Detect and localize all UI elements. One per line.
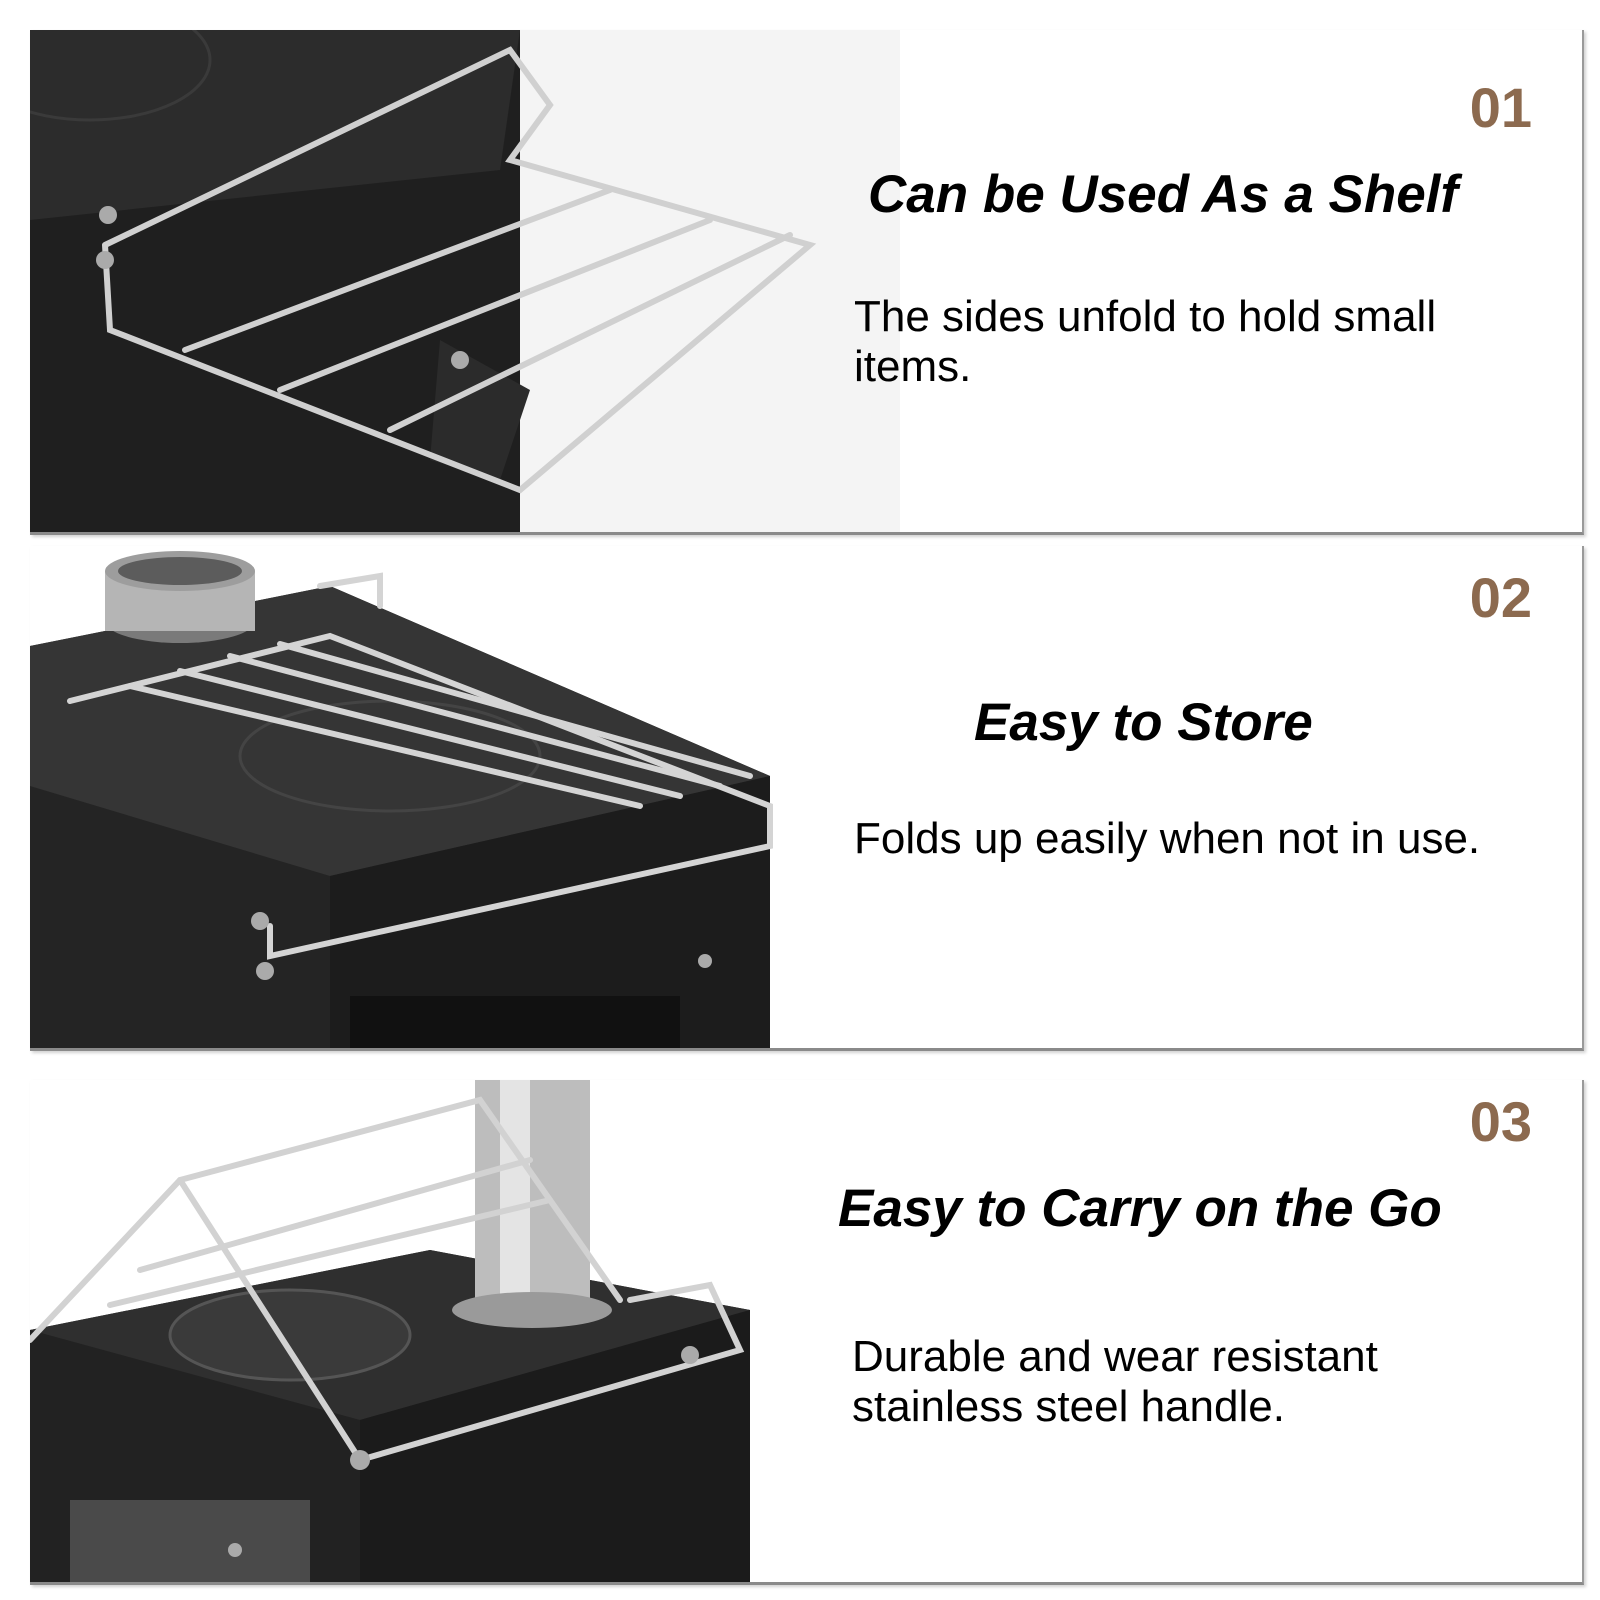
feature-panel-carry: 03 Easy to Carry on the Go Durable and w…	[30, 1080, 1584, 1585]
stove-folded-rack-photo	[30, 546, 900, 1048]
feature-description: Folds up easily when not in use.	[854, 814, 1481, 863]
feature-panel-shelf: 01 Can be Used As a Shelf The sides unfo…	[30, 30, 1584, 535]
feature-number: 01	[1469, 76, 1532, 139]
stove-handle-photo	[30, 1080, 900, 1582]
feature-number: 02	[1469, 566, 1532, 629]
feature-panel-store: 02 Easy to Store Folds up easily when no…	[30, 546, 1584, 1051]
feature-description: The sides unfold to hold small items.	[854, 292, 1437, 391]
feature-title: Easy to Store	[974, 693, 1313, 752]
feature-number: 03	[1469, 1090, 1532, 1153]
feature-description: Durable and wear resistant stainless ste…	[852, 1332, 1378, 1431]
feature-title: Easy to Carry on the Go	[838, 1179, 1442, 1238]
feature-title: Can be Used As a Shelf	[868, 165, 1459, 224]
stove-shelf-photo	[30, 30, 900, 532]
